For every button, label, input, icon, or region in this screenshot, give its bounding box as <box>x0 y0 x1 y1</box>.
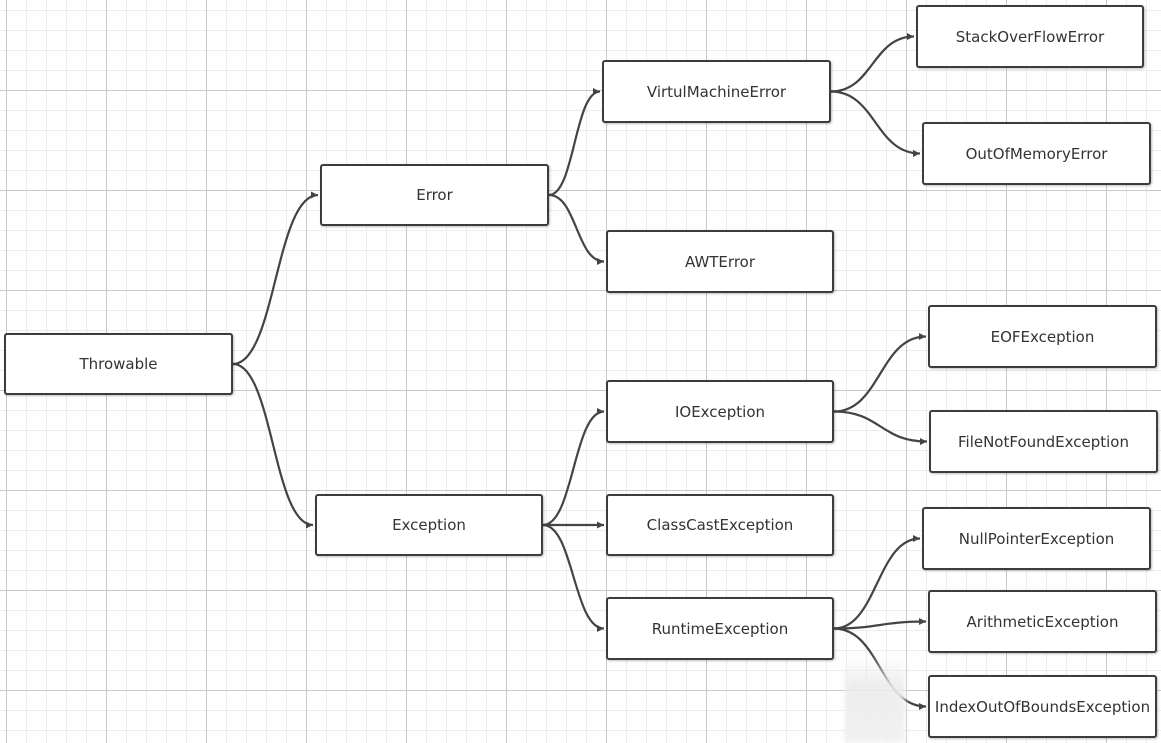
node-virtual-machine-error[interactable]: VirtulMachineError <box>602 60 831 123</box>
node-runtime-exception[interactable]: RuntimeException <box>606 597 834 660</box>
node-label: RuntimeException <box>651 619 789 638</box>
connector-error-to-virtualmachineerror <box>548 88 601 197</box>
node-label: OutOfMemoryError <box>965 144 1108 163</box>
connector-error-to-awterror <box>548 193 605 265</box>
node-label: ArithmeticException <box>966 612 1119 631</box>
node-label: AWTError <box>685 252 755 271</box>
node-label: NullPointerException <box>958 529 1115 548</box>
node-index-out-of-bounds-exception[interactable]: IndexOutOfBoundsException <box>928 675 1157 738</box>
connector-runtimeexception-to-nullpointerexception <box>833 535 921 630</box>
node-label: StackOverFlowError <box>955 27 1105 46</box>
connector-throwable-to-error <box>232 191 319 366</box>
node-file-not-found-exception[interactable]: FileNotFoundException <box>929 410 1158 473</box>
node-label: FileNotFoundException <box>957 432 1129 451</box>
node-label: Exception <box>392 516 466 534</box>
connector-throwable-to-exception <box>232 362 314 529</box>
node-stack-overflow-error[interactable]: StackOverFlowError <box>916 5 1144 68</box>
connector-exception-to-runtimeexception <box>542 523 605 632</box>
node-label: ClassCastException <box>646 516 794 534</box>
node-label: IndexOutOfBoundsException <box>934 697 1151 716</box>
node-exception[interactable]: Exception <box>315 494 543 556</box>
connector-virtualmachineerror-to-outofmemoryerror <box>830 90 921 157</box>
node-class-cast-exception[interactable]: ClassCastException <box>606 494 834 556</box>
connector-ioexception-to-eofexception <box>833 333 927 413</box>
watermark-smudge <box>845 655 905 743</box>
node-label: EOFException <box>990 327 1095 346</box>
node-label: Throwable <box>79 355 158 373</box>
node-out-of-memory-error[interactable]: OutOfMemoryError <box>922 122 1151 185</box>
node-throwable[interactable]: Throwable <box>4 333 233 395</box>
connector-virtualmachineerror-to-stackoverflowerror <box>830 33 915 93</box>
node-label: Error <box>416 186 453 204</box>
connector-runtimeexception-to-arithmeticexception <box>833 618 927 630</box>
node-label: IOException <box>674 402 766 421</box>
node-io-exception[interactable]: IOException <box>606 380 834 443</box>
node-null-pointer-exception[interactable]: NullPointerException <box>922 507 1151 570</box>
connector-ioexception-to-filenotfoundexception <box>833 410 928 445</box>
connector-exception-to-ioexception <box>542 408 605 527</box>
node-awt-error[interactable]: AWTError <box>606 230 834 293</box>
node-error[interactable]: Error <box>320 164 549 226</box>
node-eof-exception[interactable]: EOFException <box>928 305 1157 368</box>
node-arithmetic-exception[interactable]: ArithmeticException <box>928 590 1157 653</box>
node-label: VirtulMachineError <box>646 82 787 101</box>
